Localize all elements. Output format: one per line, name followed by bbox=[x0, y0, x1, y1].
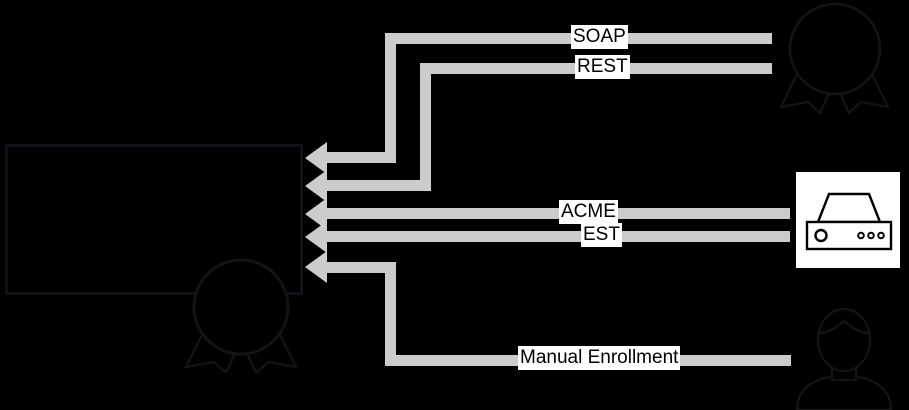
edge-manual-segment-inflow bbox=[325, 262, 391, 273]
edge-rest-segment-inflow bbox=[325, 180, 426, 191]
endpoint-api-certificate-icon[interactable] bbox=[775, 2, 895, 114]
certificate-badge-icon-svg bbox=[779, 2, 890, 114]
edge-manual-segment-vertical bbox=[385, 262, 396, 366]
edge-soap-segment-vertical bbox=[385, 33, 396, 163]
server-appliance-icon bbox=[805, 192, 893, 251]
edge-label-acme: ACME bbox=[559, 200, 618, 224]
edge-soap-segment-inflow bbox=[325, 152, 391, 163]
edge-rest-segment-vertical bbox=[420, 63, 431, 191]
endpoint-network-appliance-card[interactable] bbox=[796, 172, 900, 268]
user-person-icon bbox=[795, 307, 893, 410]
arrow-1-soap bbox=[305, 142, 327, 174]
ca-authority-box[interactable] bbox=[5, 144, 303, 295]
certificate-badge-icon-svg bbox=[183, 258, 299, 373]
arrow-4-est bbox=[305, 221, 327, 253]
arrow-5-manual bbox=[305, 251, 327, 283]
edge-label-soap: SOAP bbox=[571, 25, 628, 49]
edge-acme-segment bbox=[325, 208, 790, 219]
edge-label-manual-enrollment: Manual Enrollment bbox=[518, 346, 681, 370]
edge-label-rest: REST bbox=[575, 55, 630, 79]
edge-label-est: EST bbox=[581, 223, 622, 247]
endpoint-human-operator-icon[interactable] bbox=[780, 300, 909, 410]
certificate-badge-icon bbox=[180, 255, 302, 373]
edge-est-segment bbox=[325, 231, 790, 242]
arrow-2-rest bbox=[305, 170, 327, 202]
